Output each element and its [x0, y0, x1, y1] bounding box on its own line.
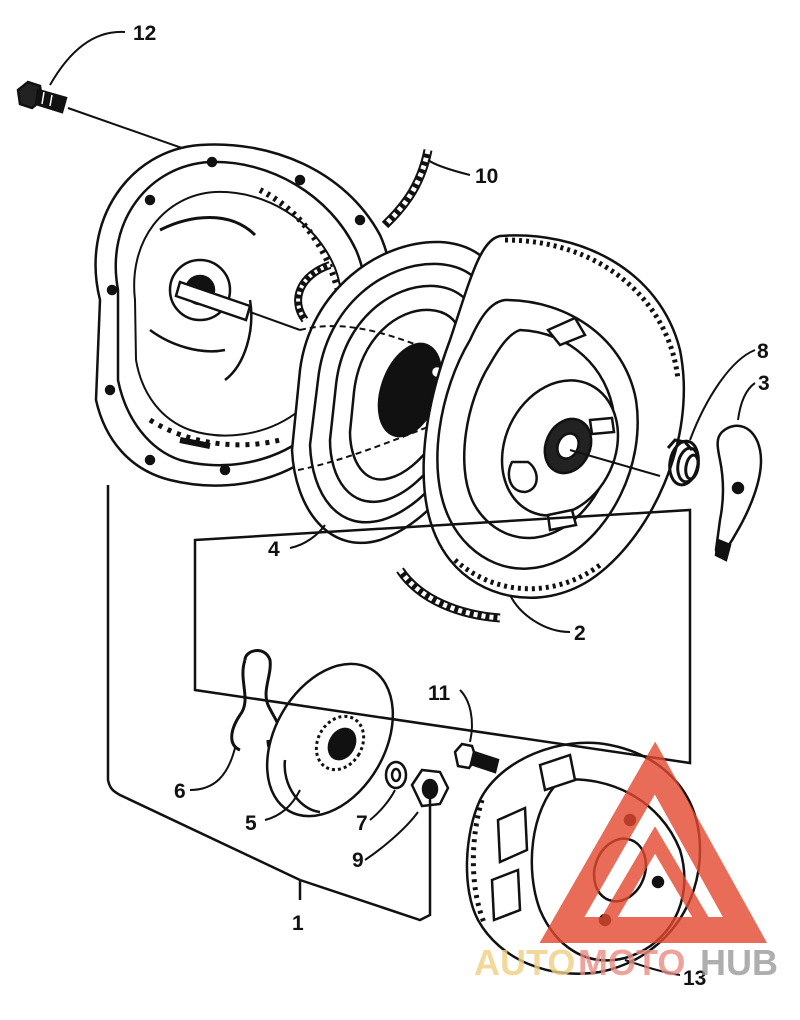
callout-1: 1: [292, 912, 304, 935]
part-3-pawl: [714, 424, 763, 562]
callout-11: 11: [428, 682, 451, 705]
callout-2: 2: [574, 622, 586, 645]
watermark-moto: MOTO: [578, 942, 685, 983]
callout-12: 12: [133, 22, 156, 45]
part-8-pawl-spring: [666, 438, 700, 487]
group-bracket: [106, 485, 432, 922]
callout-6: 6: [174, 780, 186, 803]
watermark-hub: HUB: [700, 942, 778, 983]
callout-13: 13: [683, 967, 706, 990]
callout-10: 10: [475, 165, 498, 188]
part-11-bolt: [453, 742, 500, 774]
callout-9: 9: [352, 849, 364, 872]
leader-lines: [49, 30, 756, 976]
callout-7: 7: [356, 812, 368, 835]
watermark-logo: AUTO MOTO HUB: [474, 741, 778, 983]
part-5-plate: [265, 662, 395, 818]
watermark-auto: AUTO: [474, 942, 575, 983]
part-7-washer: [384, 760, 408, 790]
callouts: 12 10 8 3 4 2 6 5 7 9 11 1 13: [133, 22, 770, 990]
callout-5: 5: [245, 812, 257, 835]
callout-3: 3: [758, 372, 770, 395]
subassembly-box: [193, 508, 692, 765]
part-2-pulley: [422, 234, 685, 599]
axis-line: [569, 449, 661, 477]
part-12-bolt: [16, 80, 291, 187]
part-10-rope: [294, 149, 501, 623]
callout-4: 4: [268, 538, 280, 561]
callout-8: 8: [757, 340, 769, 363]
